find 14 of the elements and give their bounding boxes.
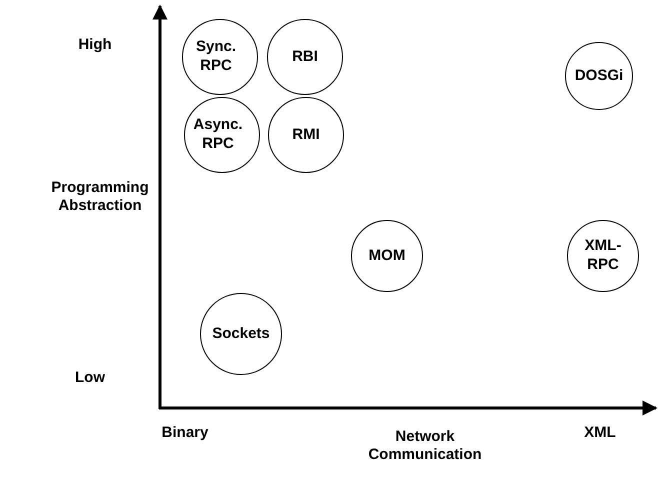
axis-label: High — [77, 36, 113, 54]
node-label: Sync. RPC — [194, 38, 238, 76]
axis-label: Programming Abstraction — [50, 179, 150, 215]
node-label: DOSGi — [574, 66, 624, 86]
node-label: RMI — [292, 126, 320, 144]
node-label: Sockets — [212, 324, 270, 344]
axis-label: XML — [583, 424, 617, 442]
axis-label: Binary — [160, 424, 210, 442]
node-label: RBI — [292, 48, 318, 66]
node-label: Async. RPC — [193, 116, 243, 154]
node-label: MOM — [368, 246, 406, 266]
node-label: XML-RPC — [584, 237, 622, 275]
axis-label: Low — [74, 369, 106, 387]
axis-label: Network Communication — [367, 428, 483, 464]
